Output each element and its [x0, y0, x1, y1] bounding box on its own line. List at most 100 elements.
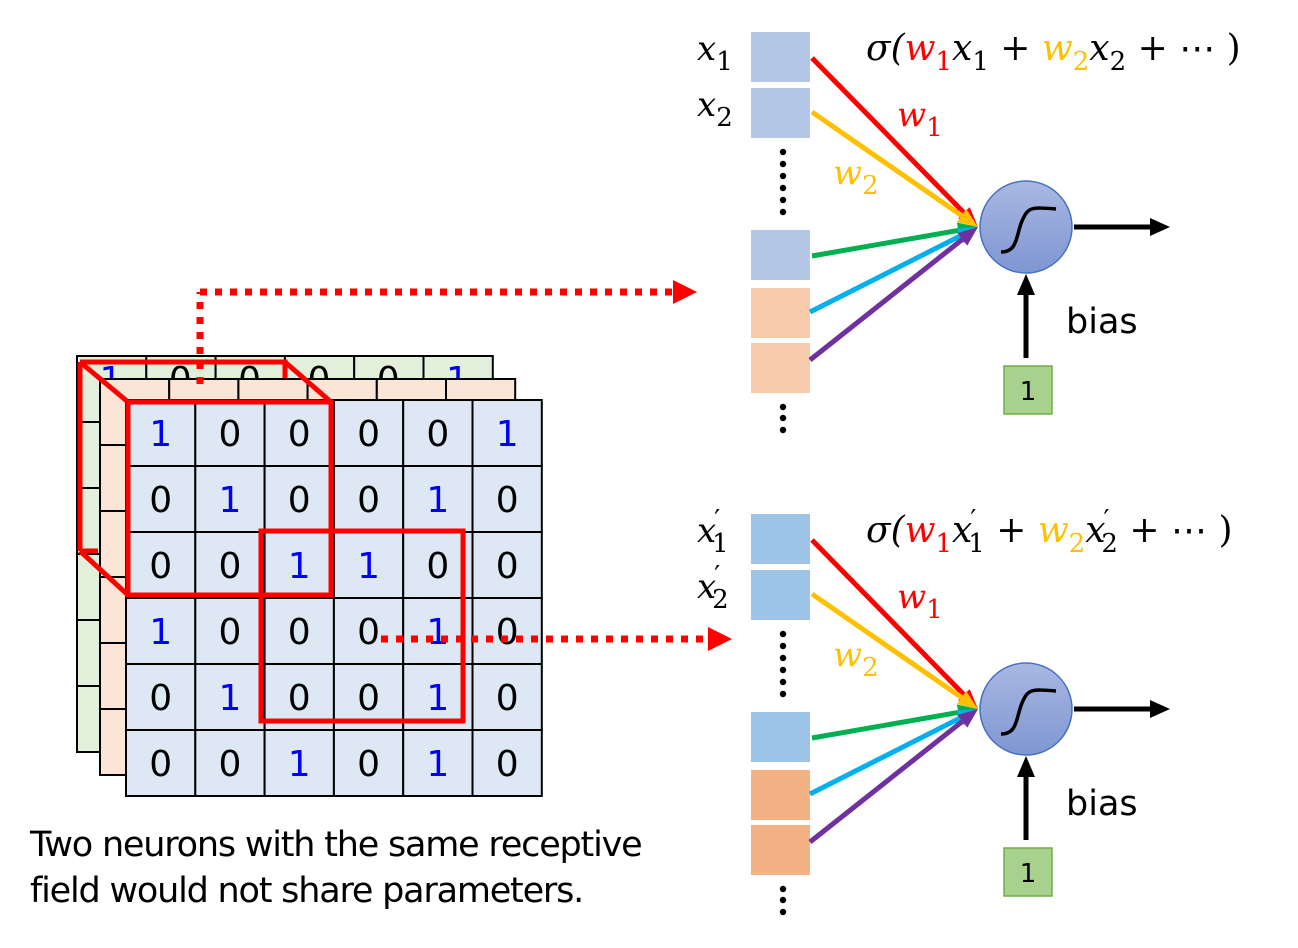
caption-line-1: Two neurons with the same receptive — [30, 825, 643, 865]
input-sub: 2 — [716, 103, 733, 133]
dot — [779, 885, 787, 893]
cell-value: 0 — [149, 744, 172, 785]
vertical-ellipsis-icon — [779, 630, 787, 698]
dotted-connector-top — [196, 280, 697, 384]
vertical-ellipsis-icon — [779, 148, 787, 216]
formula-w1-sub: 1 — [935, 47, 952, 77]
input-box — [751, 712, 810, 762]
dot — [779, 426, 787, 434]
dot — [779, 896, 787, 904]
grid-cell: 0 — [471, 465, 543, 533]
cell-box — [471, 399, 543, 467]
cell-box — [125, 531, 197, 599]
cell-value: 0 — [149, 678, 172, 719]
grid-cell: 1 — [263, 531, 335, 599]
weight-sub: 2 — [862, 171, 879, 201]
cell-box — [402, 729, 474, 797]
grid-cell: 0 — [263, 399, 335, 467]
grid-cell: 1 — [194, 663, 266, 731]
grid-cell: 0 — [332, 729, 405, 797]
dot — [779, 414, 787, 422]
grid-cell: 0 — [263, 597, 335, 665]
input-sub: 1 — [716, 47, 733, 77]
connection-line — [811, 709, 959, 741]
bias-value: 1 — [1020, 377, 1037, 407]
input-box — [751, 770, 810, 820]
output-arrow-icon — [1074, 218, 1170, 236]
dot — [779, 642, 787, 650]
input-var: x — [697, 85, 716, 125]
cell-box — [471, 531, 543, 599]
cell-value: 0 — [496, 744, 519, 785]
cell-value: 0 — [357, 612, 380, 653]
cell-value: 1 — [288, 546, 311, 587]
arrowhead-icon — [957, 227, 978, 246]
cell-box — [332, 399, 405, 467]
cube-edge-bottom-left — [78, 549, 130, 597]
grid-cell: 1 — [263, 729, 335, 797]
formula-w1: w — [905, 28, 936, 69]
cell-value: 0 — [218, 546, 241, 587]
input-box-x2 — [751, 570, 810, 620]
cell-box — [125, 729, 197, 797]
dot — [779, 184, 787, 192]
input-box — [751, 343, 810, 393]
input-box — [751, 288, 810, 338]
formula-x1: x — [952, 28, 972, 69]
vertical-ellipsis-icon — [779, 403, 787, 434]
arrowhead-icon — [1017, 274, 1035, 295]
cell-box — [125, 663, 197, 731]
neuron-circle — [979, 662, 1073, 756]
prime: ′ — [1104, 505, 1110, 535]
cell-box — [194, 663, 266, 731]
cube-edge-top-left — [78, 360, 130, 404]
formula-tail: + ⋯ ) — [1118, 510, 1233, 551]
grid-cell: 0 — [125, 729, 197, 797]
dotted-connector-bottom — [381, 627, 732, 651]
grid-cell: 0 — [402, 399, 474, 467]
dot — [779, 908, 787, 916]
sigmoid-icon — [1000, 206, 1057, 254]
grid-cell: 1 — [125, 597, 197, 665]
cell-value: 1 — [426, 480, 449, 521]
cell-value: 1 — [426, 612, 449, 653]
weight-sub: 2 — [862, 653, 879, 683]
grid-cell: 0 — [125, 663, 197, 731]
dot — [779, 172, 787, 180]
formula-w1-sub: 1 — [935, 529, 952, 559]
formula-w2-sub: 2 — [1073, 47, 1090, 77]
cell-value: 1 — [426, 678, 449, 719]
neuron-formula: σ(w1x′1 + w2x′2 + ⋯ ) — [866, 505, 1233, 559]
dot — [779, 148, 787, 156]
cell-value: 1 — [496, 414, 519, 455]
input-label-1: x1 — [697, 29, 733, 77]
formula-w1: w — [905, 510, 936, 551]
sigmoid-icon — [1000, 688, 1057, 736]
arrowhead-icon — [708, 627, 732, 651]
cell-value: 0 — [496, 612, 519, 653]
formula-w2: w — [1038, 510, 1069, 551]
dot — [779, 630, 787, 638]
grid-cell: 0 — [471, 663, 543, 731]
formula-w2: w — [1042, 28, 1073, 69]
cell-box — [263, 729, 335, 797]
grid-cell: 1 — [194, 465, 266, 533]
weight-line-w2 — [810, 591, 978, 709]
formula-tail: + ⋯ ) — [1126, 28, 1241, 69]
grid-cell: 1 — [332, 531, 405, 599]
connection-line — [811, 227, 959, 259]
grid-cell: 0 — [194, 729, 266, 797]
grid-cell: 0 — [332, 399, 405, 467]
connection-line — [810, 56, 966, 215]
cell-value: 1 — [149, 612, 172, 653]
cell-value: 0 — [426, 546, 449, 587]
input-sub: 2 — [712, 585, 729, 615]
cell-value: 0 — [218, 414, 241, 455]
grid-cell: 0 — [194, 597, 266, 665]
bias-input-box — [1003, 365, 1053, 415]
grid-cell: 1 — [471, 399, 543, 467]
input-var: x — [697, 567, 716, 607]
weight-line — [808, 227, 978, 362]
dot — [779, 654, 787, 662]
